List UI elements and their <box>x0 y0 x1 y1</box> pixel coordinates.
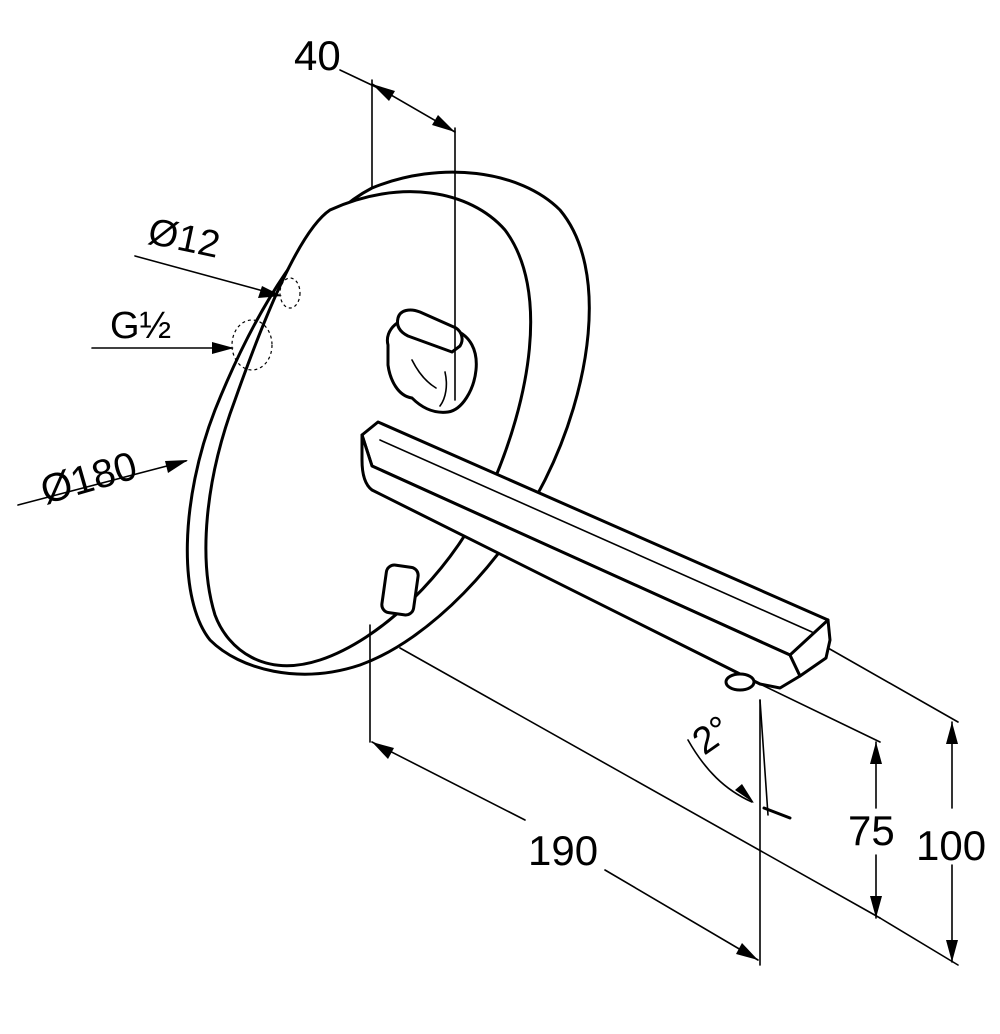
dimension-75: 75 <box>399 647 895 919</box>
label-hole-small: Ø12 <box>145 211 224 267</box>
spout-tip <box>788 618 832 678</box>
label-thread: G½ <box>110 305 171 347</box>
label-40: 40 <box>294 32 341 79</box>
label-rosette-diameter: Ø180 <box>36 444 142 513</box>
label-75: 75 <box>848 807 895 854</box>
label-100: 100 <box>916 822 986 869</box>
dimension-thread: G½ <box>91 305 234 354</box>
dimension-hole-small: Ø12 <box>134 211 282 298</box>
hole-thread-hidden <box>231 319 273 371</box>
dimension-angle: 2° <box>685 699 792 820</box>
dimension-100: 100 <box>827 647 986 966</box>
rosette-plate <box>185 170 591 676</box>
label-angle: 2° <box>685 708 739 763</box>
dimension-190: 190 <box>369 624 761 966</box>
dimension-rosette-diameter: Ø180 <box>17 444 188 513</box>
hole-small-hidden <box>279 277 301 309</box>
dimension-40: 40 <box>294 32 456 401</box>
spout <box>360 420 832 692</box>
label-190: 190 <box>528 827 598 874</box>
control-lever <box>385 308 478 414</box>
sensor-window <box>380 563 420 617</box>
aerator-outlet <box>724 672 756 692</box>
